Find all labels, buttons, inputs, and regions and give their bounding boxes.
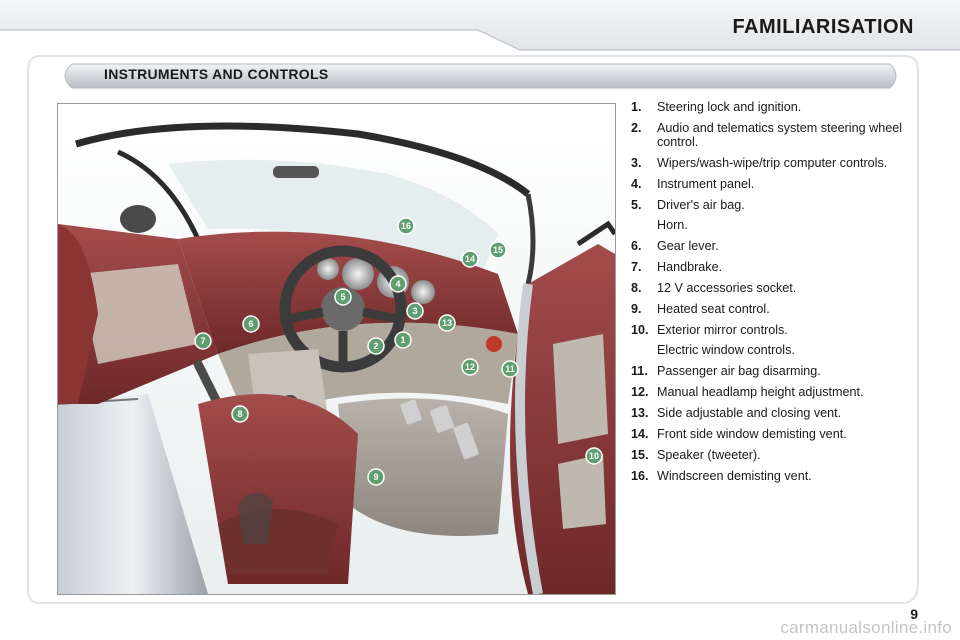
svg-text:9: 9 xyxy=(373,472,378,482)
callout-5: 5 xyxy=(334,288,352,306)
item-number: 16. xyxy=(631,469,649,483)
callout-14: 14 xyxy=(461,250,479,268)
item-number: 14. xyxy=(631,427,649,441)
svg-text:3: 3 xyxy=(412,306,417,316)
interior-illustration: 1 2 3 4 5 6 7 8 9 10 11 12 13 14 15 16 xyxy=(58,104,615,594)
callout-12: 12 xyxy=(461,358,479,376)
item-text: Side adjustable and closing vent. xyxy=(657,406,842,420)
item-number: 6. xyxy=(631,239,642,253)
item-text: Wipers/wash-wipe/trip computer controls. xyxy=(657,156,888,170)
callout-1: 1 xyxy=(394,331,412,349)
svg-text:1: 1 xyxy=(400,335,405,345)
item-main-text: Exterior mirror controls. xyxy=(657,323,788,337)
item-text: Front side window demisting vent. xyxy=(657,427,847,441)
item-number: 1. xyxy=(631,100,642,114)
list-item: 2. Audio and telematics system steering w… xyxy=(631,121,916,149)
item-number: 7. xyxy=(631,260,642,274)
item-main-text: Driver's air bag. xyxy=(657,198,745,212)
item-number: 2. xyxy=(631,121,642,135)
callout-15: 15 xyxy=(489,241,507,259)
item-number: 9. xyxy=(631,302,642,316)
list-item: 8. 12 V accessories socket. xyxy=(631,281,916,295)
item-text: Driver's air bag. Horn. xyxy=(657,198,916,232)
list-item: 14. Front side window demisting vent. xyxy=(631,427,916,441)
svg-text:11: 11 xyxy=(505,364,515,374)
svg-text:2: 2 xyxy=(373,341,378,351)
callout-markers: 1 2 3 4 5 6 7 8 9 10 11 12 13 14 15 16 xyxy=(194,217,603,486)
item-text: Handbrake. xyxy=(657,260,723,274)
svg-text:14: 14 xyxy=(465,254,475,264)
svg-text:7: 7 xyxy=(200,336,205,346)
callout-16: 16 xyxy=(397,217,415,235)
list-item: 11. Passenger air bag disarming. xyxy=(631,364,916,378)
item-number: 12. xyxy=(631,385,649,399)
item-text: Gear lever. xyxy=(657,239,719,253)
callout-8: 8 xyxy=(231,405,249,423)
item-text: Passenger air bag disarming. xyxy=(657,364,821,378)
watermark: carmanualsonline.info xyxy=(780,618,952,637)
callout-3: 3 xyxy=(406,302,424,320)
svg-text:8: 8 xyxy=(237,409,242,419)
callout-10: 10 xyxy=(585,447,603,465)
svg-text:13: 13 xyxy=(442,318,452,328)
item-number: 4. xyxy=(631,177,642,191)
section-title: INSTRUMENTS AND CONTROLS xyxy=(104,66,329,82)
item-text: Exterior mirror controls. Electric window… xyxy=(657,323,916,357)
callout-6: 6 xyxy=(242,315,260,333)
svg-text:16: 16 xyxy=(401,221,411,231)
svg-text:5: 5 xyxy=(340,292,345,302)
svg-text:4: 4 xyxy=(395,279,400,289)
list-item: 13. Side adjustable and closing vent. xyxy=(631,406,916,420)
list-item: 12. Manual headlamp height adjustment. xyxy=(631,385,916,399)
page-number: 9 xyxy=(910,606,918,622)
list-item: 4. Instrument panel. xyxy=(631,177,916,191)
item-number: 10. xyxy=(631,323,649,337)
svg-text:10: 10 xyxy=(589,451,599,461)
list-item: 3. Wipers/wash-wipe/trip computer control… xyxy=(631,156,916,170)
item-text: Heated seat control. xyxy=(657,302,770,316)
item-number: 15. xyxy=(631,448,649,462)
callout-13: 13 xyxy=(438,314,456,332)
list-item: 7. Handbrake. xyxy=(631,260,916,274)
list-item: 15. Speaker (tweeter). xyxy=(631,448,916,462)
item-text: Audio and telematics system steering whe… xyxy=(657,121,903,149)
item-text: Manual headlamp height adjustment. xyxy=(657,385,864,399)
item-number: 5. xyxy=(631,198,642,212)
svg-text:15: 15 xyxy=(493,245,503,255)
item-text: Windscreen demisting vent. xyxy=(657,469,812,483)
list-item: 5. Driver's air bag. Horn. xyxy=(631,198,916,232)
item-text: Steering lock and ignition. xyxy=(657,100,802,114)
list-item: 1. Steering lock and ignition. xyxy=(631,100,916,114)
callout-9: 9 xyxy=(367,468,385,486)
item-number: 11. xyxy=(631,364,648,378)
item-text: Instrument panel. xyxy=(657,177,755,191)
item-number: 13. xyxy=(631,406,649,420)
list-item: 9. Heated seat control. xyxy=(631,302,916,316)
item-number: 3. xyxy=(631,156,642,170)
item-number: 8. xyxy=(631,281,642,295)
callout-2: 2 xyxy=(367,337,385,355)
page-title: FAMILIARISATION xyxy=(732,16,914,38)
item-sub-text: Horn. xyxy=(657,218,688,232)
list-item: 16. Windscreen demisting vent. xyxy=(631,469,916,483)
item-sub-text: Electric window controls. xyxy=(657,343,795,357)
list-item: 6. Gear lever. xyxy=(631,239,916,253)
interior-photo: 1 2 3 4 5 6 7 8 9 10 11 12 13 14 15 16 xyxy=(57,103,616,595)
callout-7: 7 xyxy=(194,332,212,350)
item-text: 12 V accessories socket. xyxy=(657,281,797,295)
callout-4: 4 xyxy=(389,275,407,293)
svg-text:12: 12 xyxy=(465,362,475,372)
item-text: Speaker (tweeter). xyxy=(657,448,761,462)
controls-list: 1. Steering lock and ignition. 2. Audio an… xyxy=(631,100,916,490)
svg-text:6: 6 xyxy=(248,319,253,329)
list-item: 10. Exterior mirror controls. Electric win… xyxy=(631,323,916,357)
callout-11: 11 xyxy=(501,360,519,378)
